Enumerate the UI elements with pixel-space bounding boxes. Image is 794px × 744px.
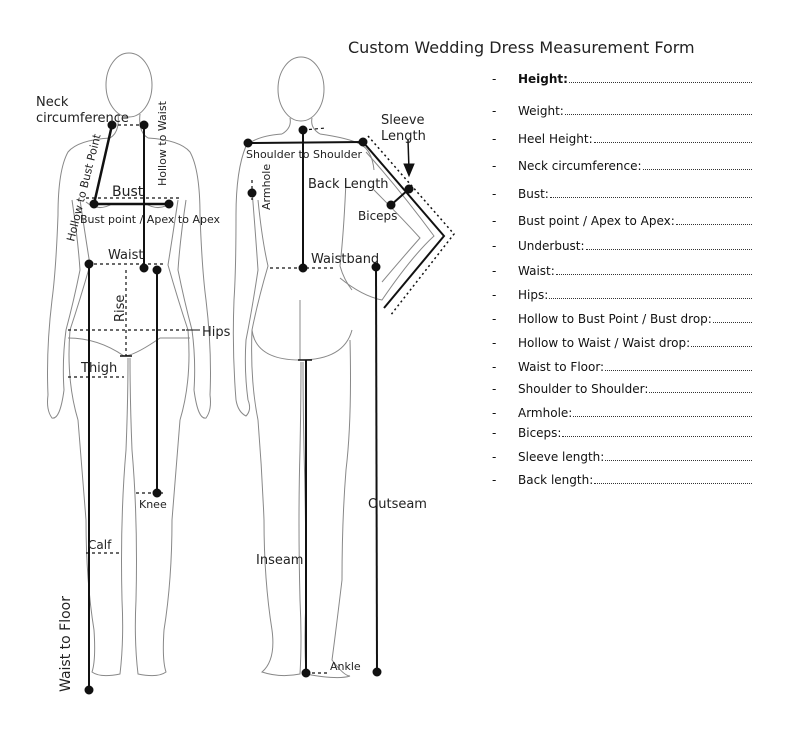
form-row: - Biceps: [492, 424, 762, 440]
field-value-blank[interactable] [712, 322, 752, 323]
back-measure-lines [243, 125, 455, 678]
field-label: Weight: [518, 104, 564, 118]
field-label: Biceps: [518, 426, 562, 440]
label-shoulder-to-shoulder: Shoulder to Shoulder [246, 148, 362, 161]
front-measure-lines [68, 120, 200, 695]
label-biceps: Biceps [358, 209, 397, 223]
form-row: - Waist: [492, 262, 762, 278]
label-waist-to-floor: Waist to Floor [58, 596, 74, 692]
field-label: Bust: [518, 187, 549, 201]
bullet-dash: - [492, 104, 497, 118]
field-label: Hollow to Bust Point / Bust drop: [518, 312, 712, 326]
field-value-blank[interactable] [605, 370, 752, 371]
form-row: - Waist to Floor: [492, 358, 762, 374]
back-body-outline [232, 56, 435, 679]
label-outseam: Outseam [368, 497, 427, 512]
label-sleeve-length: Length [381, 129, 426, 144]
form-row: - Armhole: [492, 404, 762, 420]
field-value-blank[interactable] [691, 346, 752, 347]
label-neck-circumference: circumference [36, 111, 129, 126]
field-label: Height: [518, 72, 568, 86]
form-row: - Hips: [492, 286, 762, 302]
field-value-blank[interactable] [649, 392, 752, 393]
field-value-blank[interactable] [593, 142, 752, 143]
label-rise: Rise [113, 295, 128, 322]
label-knee: Knee [139, 498, 167, 511]
field-label: Waist to Floor: [518, 360, 605, 374]
form-row: - Weight: [492, 102, 762, 118]
field-value-blank[interactable] [564, 114, 752, 115]
bullet-dash: - [492, 473, 497, 487]
field-label: Back length: [518, 473, 594, 487]
bullet-dash: - [492, 382, 497, 396]
bullet-dash: - [492, 72, 497, 86]
form-row: - Shoulder to Shoulder: [492, 380, 762, 396]
label-hollow-to-waist: Hollow to Waist [156, 100, 169, 186]
form-row: - Sleeve length: [492, 448, 762, 464]
form-title: Custom Wedding Dress Measurement Form [348, 38, 695, 57]
field-label: Neck circumference: [518, 159, 642, 173]
back-labels: Sleeve Length Shoulder to Shoulder Armho… [246, 113, 427, 673]
field-label: Armhole: [518, 406, 573, 420]
label-neck: Neck [36, 95, 69, 110]
label-calf: Calf [88, 538, 112, 552]
bullet-dash: - [492, 187, 497, 201]
form-row: - Hollow to Bust Point / Bust drop: [492, 310, 762, 326]
field-value-blank[interactable] [594, 483, 752, 484]
label-waistband: Waistband [311, 252, 379, 267]
bullet-dash: - [492, 336, 497, 350]
field-value-blank[interactable] [573, 416, 752, 417]
field-label: Shoulder to Shoulder: [518, 382, 649, 396]
bullet-dash: - [492, 406, 497, 420]
label-sleeve: Sleeve [381, 113, 425, 128]
bullet-dash: - [492, 312, 497, 326]
label-inseam: Inseam [256, 553, 303, 568]
field-label: Sleeve length: [518, 450, 605, 464]
label-hips: Hips [202, 325, 231, 340]
field-value-blank[interactable] [555, 274, 752, 275]
bullet-dash: - [492, 360, 497, 374]
front-labels: Neck circumference Hollow to Bust Point … [36, 95, 231, 692]
field-label: Heel Height: [518, 132, 593, 146]
bullet-dash: - [492, 264, 497, 278]
field-label: Underbust: [518, 239, 585, 253]
bullet-dash: - [492, 450, 497, 464]
bullet-dash: - [492, 239, 497, 253]
field-label: Hollow to Waist / Waist drop: [518, 336, 691, 350]
bullet-dash: - [492, 132, 497, 146]
bullet-dash: - [492, 426, 497, 440]
form-row: - Back length: [492, 471, 762, 487]
field-label: Waist: [518, 264, 555, 278]
label-ankle: Ankle [330, 660, 361, 673]
front-body-outline [47, 52, 211, 677]
field-value-blank[interactable] [568, 82, 752, 83]
bullet-dash: - [492, 159, 497, 173]
label-waist: Waist [108, 248, 143, 263]
label-armhole: Armhole [260, 164, 273, 210]
label-apex-to-apex: Bust point / Apex to Apex [80, 213, 221, 226]
form-row: - Underbust: [492, 237, 762, 253]
field-value-blank[interactable] [549, 197, 752, 198]
form-row: - Hollow to Waist / Waist drop: [492, 334, 762, 350]
field-value-blank[interactable] [605, 460, 752, 461]
bullet-dash: - [492, 214, 497, 228]
field-value-blank[interactable] [585, 249, 752, 250]
label-bust: Bust [112, 184, 144, 200]
form-row: - Bust point / Apex to Apex: [492, 212, 762, 228]
form-row: - Neck circumference: [492, 157, 762, 173]
form-row: - Bust: [492, 185, 762, 201]
field-label: Bust point / Apex to Apex: [518, 214, 675, 228]
label-back-length: Back Length [308, 177, 389, 192]
field-value-blank[interactable] [642, 169, 752, 170]
field-value-blank[interactable] [549, 298, 752, 299]
bullet-dash: - [492, 288, 497, 302]
form-row: - Height: [492, 70, 762, 86]
field-label: Hips: [518, 288, 549, 302]
form-row: - Heel Height: [492, 130, 762, 146]
label-thigh: Thigh [80, 361, 117, 376]
field-value-blank[interactable] [675, 224, 752, 225]
field-value-blank[interactable] [562, 436, 752, 437]
